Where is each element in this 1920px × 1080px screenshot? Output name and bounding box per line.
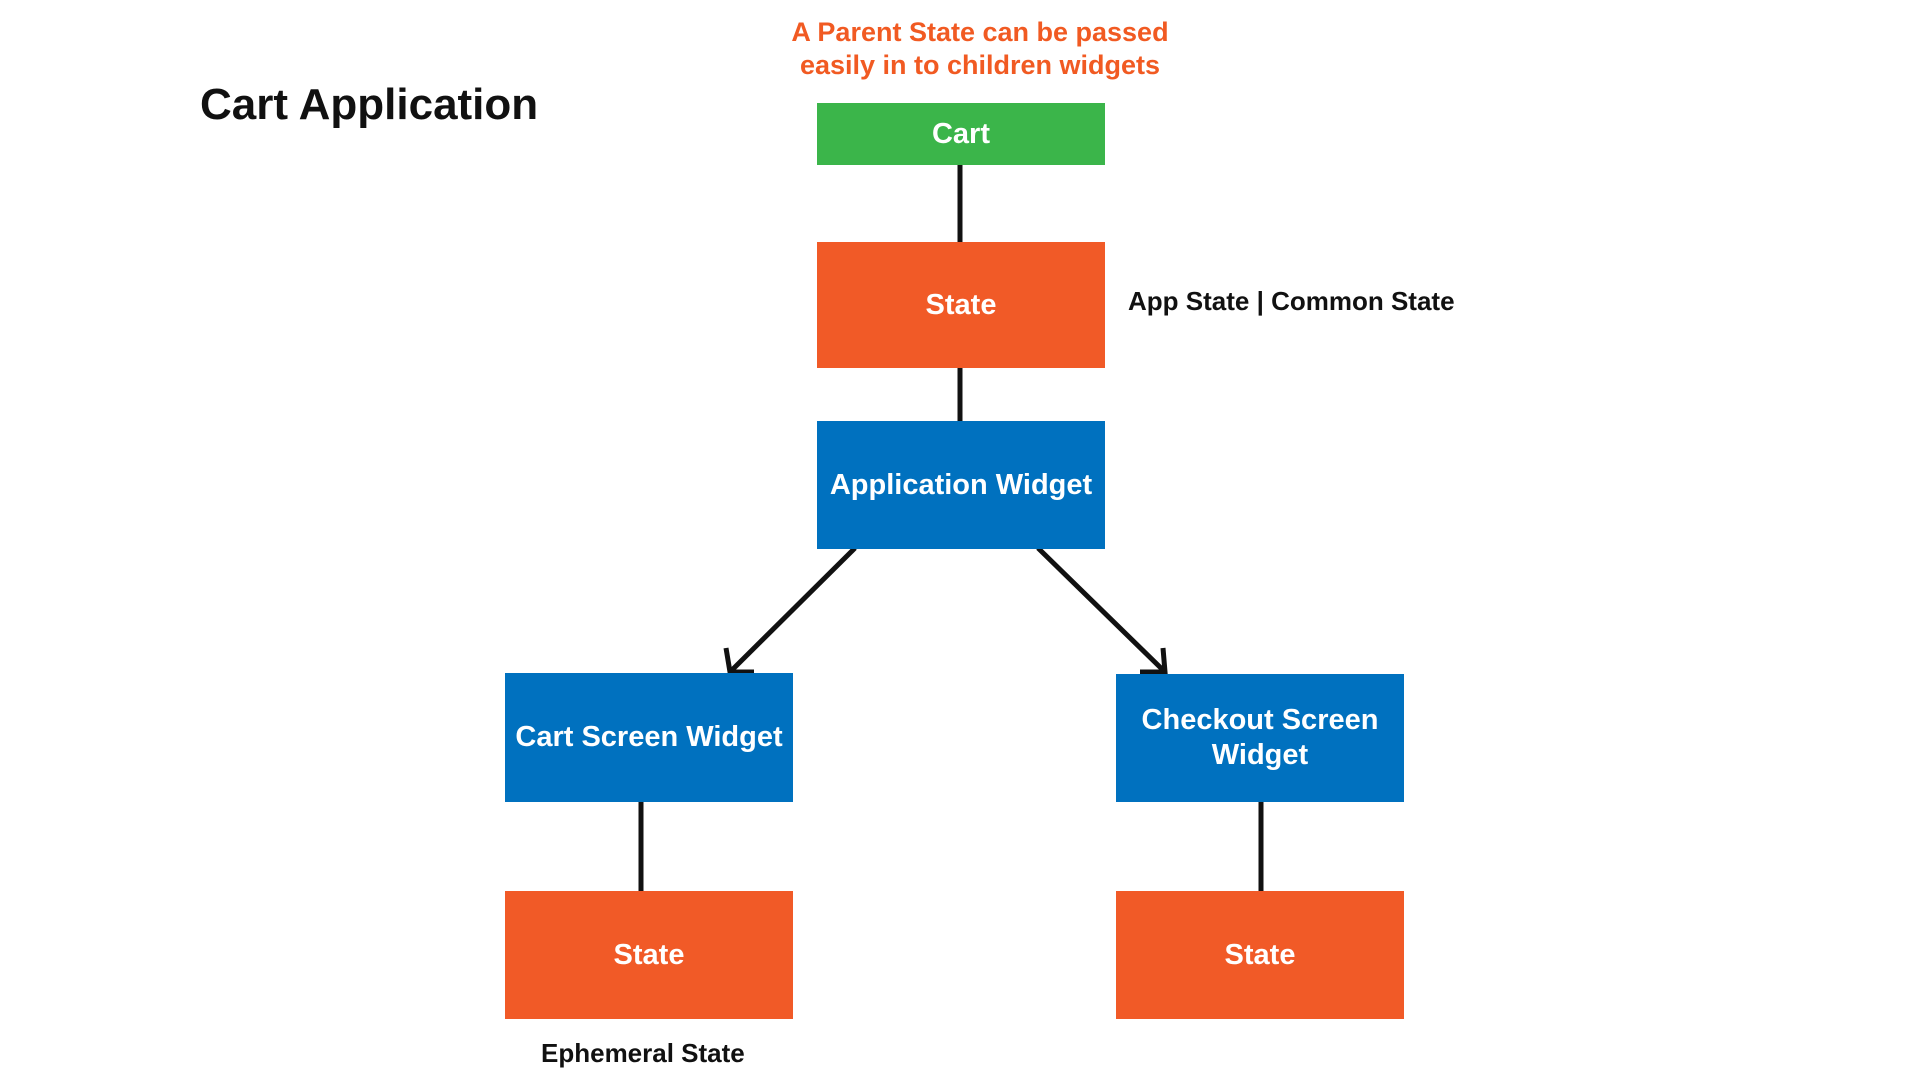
arrowhead-cart-screen (723, 647, 754, 675)
node-checkout-screen-widget: Checkout Screen Widget (1116, 674, 1404, 802)
node-checkout-screen-state: State (1116, 891, 1404, 1019)
arrowhead-checkout-screen (1140, 647, 1168, 675)
diagram-title: Cart Application (200, 80, 539, 129)
annotation-note: A Parent State can be passed easily in t… (791, 17, 1169, 80)
node-cart-screen-state: State (505, 891, 793, 1019)
node-application-widget: Application Widget (817, 421, 1105, 549)
arrow-to-cart-screen-widget (728, 546, 857, 674)
label-ephemeral-state: Ephemeral State (541, 1038, 745, 1068)
node-cart: Cart (817, 103, 1105, 165)
node-app-state: State (817, 242, 1105, 368)
label-app-state: App State | Common State (1128, 286, 1455, 316)
arrow-to-checkout-screen-widget (1036, 546, 1167, 674)
node-cart-screen-widget: Cart Screen Widget (505, 673, 793, 802)
